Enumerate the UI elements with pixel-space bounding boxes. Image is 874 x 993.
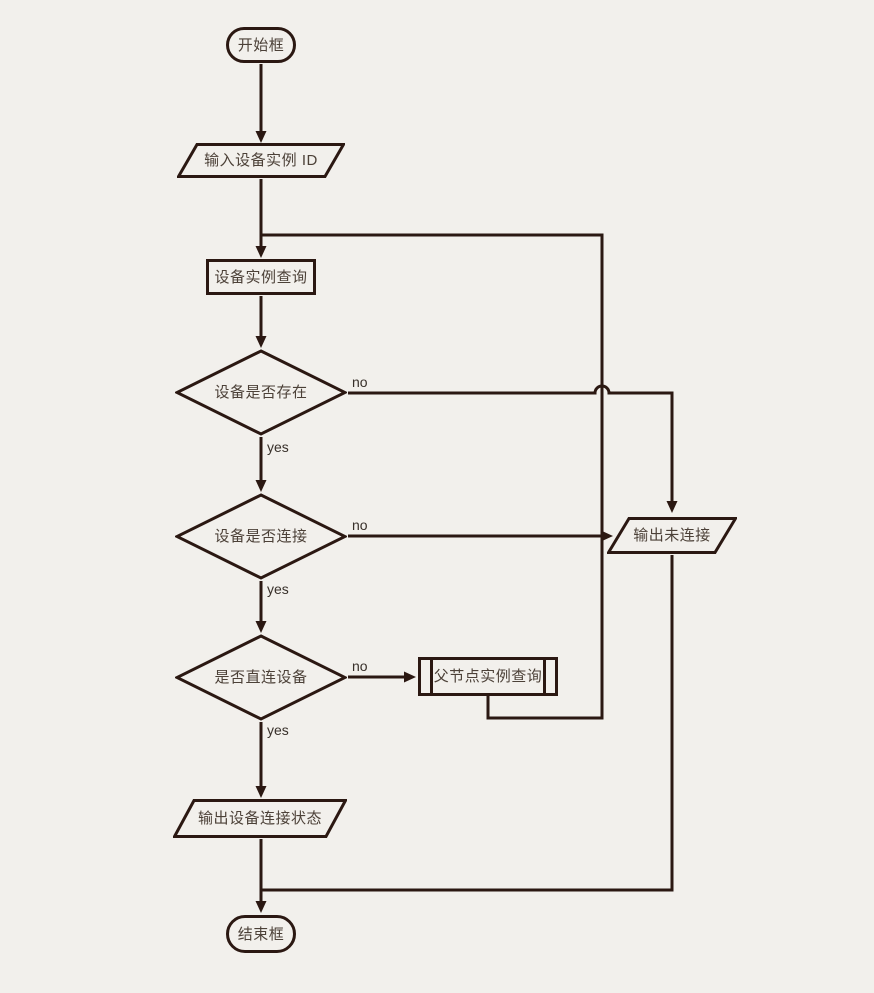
edge-direct-no: [348, 671, 416, 683]
direct-device-decision[interactable]: 是否直连设备: [175, 634, 347, 721]
edge-status-to-end: [255, 839, 267, 913]
device-connected-decision[interactable]: 设备是否连接: [175, 493, 347, 580]
edge-input-to-query: [255, 179, 267, 258]
input-device-id-label: 输入设备实例 ID: [204, 152, 318, 169]
start-label: 开始框: [237, 36, 285, 54]
device-exists-label: 设备是否存在: [214, 384, 308, 401]
edge-exists-yes: [255, 437, 267, 492]
device-instance-query-node[interactable]: 设备实例查询: [206, 259, 316, 295]
start-node[interactable]: 开始框: [226, 27, 296, 63]
edge-label-direct-no: no: [352, 658, 368, 674]
terminator-shape: [226, 915, 296, 953]
edge-label-connected-no: no: [352, 517, 368, 533]
edge-label-direct-yes: yes: [267, 722, 289, 738]
process-rect-shape: [206, 259, 316, 295]
device-connected-label: 设备是否连接: [214, 528, 308, 545]
output-not-connected-node[interactable]: 输出未连接: [607, 517, 737, 554]
edge-connected-yes: [255, 581, 267, 633]
terminator-shape: [226, 27, 296, 63]
edge-exists-no: [348, 384, 678, 513]
edge-parent-query-loop: [261, 233, 604, 720]
output-not-connected-label: 输出未连接: [633, 527, 711, 544]
edge-connected-no: [348, 530, 613, 542]
edge-direct-yes: [255, 722, 267, 798]
parent-node-query-node[interactable]: 父节点实例查询: [418, 657, 558, 696]
edge-query-to-exists: [255, 296, 267, 348]
io-parallelogram-shape: [177, 143, 345, 178]
edge-label-exists-yes: yes: [267, 439, 289, 455]
end-node[interactable]: 结束框: [226, 915, 296, 953]
parent-node-query-label: 父节点实例查询: [433, 668, 543, 685]
output-connection-status-node[interactable]: 输出设备连接状态: [173, 799, 347, 838]
edge-label-connected-yes: yes: [267, 581, 289, 597]
edge-label-exists-no: no: [352, 374, 368, 390]
direct-device-label: 是否直连设备: [214, 669, 308, 686]
io-parallelogram-shape: [173, 799, 347, 838]
io-parallelogram-shape: [607, 517, 737, 554]
device-instance-query-label: 设备实例查询: [214, 268, 308, 286]
device-exists-decision[interactable]: 设备是否存在: [175, 349, 347, 436]
input-device-id-node[interactable]: 输入设备实例 ID: [177, 143, 345, 178]
edge-start-to-input: [255, 64, 267, 143]
decision-diamond-shape: [175, 349, 347, 436]
edge-not-connected-to-end: [261, 555, 674, 892]
decision-diamond-shape: [175, 634, 347, 721]
predefined-process-shape: [418, 657, 558, 696]
output-connection-status-label: 输出设备连接状态: [197, 810, 322, 827]
decision-diamond-shape: [175, 493, 347, 580]
end-label: 结束框: [237, 925, 285, 943]
